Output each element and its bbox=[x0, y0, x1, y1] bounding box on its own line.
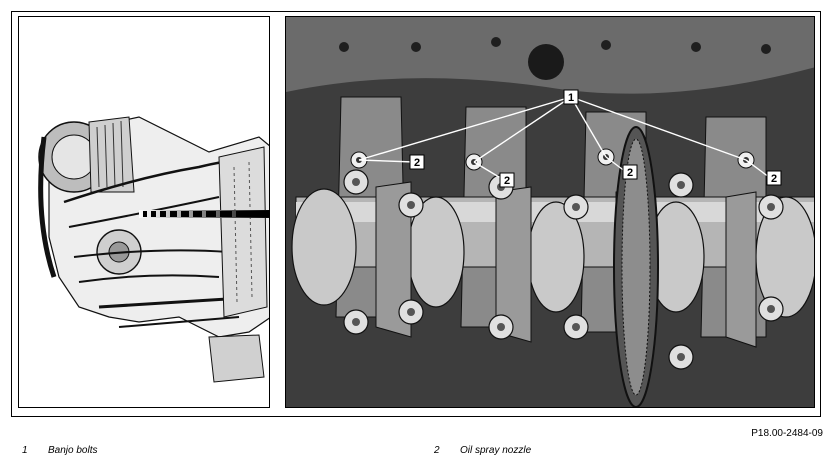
legend-number: 2 bbox=[434, 445, 440, 456]
callout-2-label: 2 bbox=[771, 173, 777, 185]
callout-2-label: 2 bbox=[414, 157, 420, 169]
callout-1-label: 1 bbox=[568, 92, 574, 104]
callout-2-label: 2 bbox=[627, 167, 633, 179]
legend-number: 1 bbox=[22, 445, 28, 456]
callout-2-label: 2 bbox=[504, 175, 510, 187]
engine-overview-illustration bbox=[18, 16, 270, 408]
figure-reference: P18.00-2484-09 bbox=[751, 428, 823, 439]
legend-item-banjo-bolts: 1 Banjo bolts bbox=[22, 445, 97, 456]
legend-label: Banjo bolts bbox=[48, 445, 98, 456]
legend-item-oil-spray-nozzle: 2 Oil spray nozzle bbox=[434, 445, 531, 456]
crankshaft-detail-illustration: 1 2 2 2 2 bbox=[285, 16, 815, 408]
legend-label: Oil spray nozzle bbox=[460, 445, 532, 456]
